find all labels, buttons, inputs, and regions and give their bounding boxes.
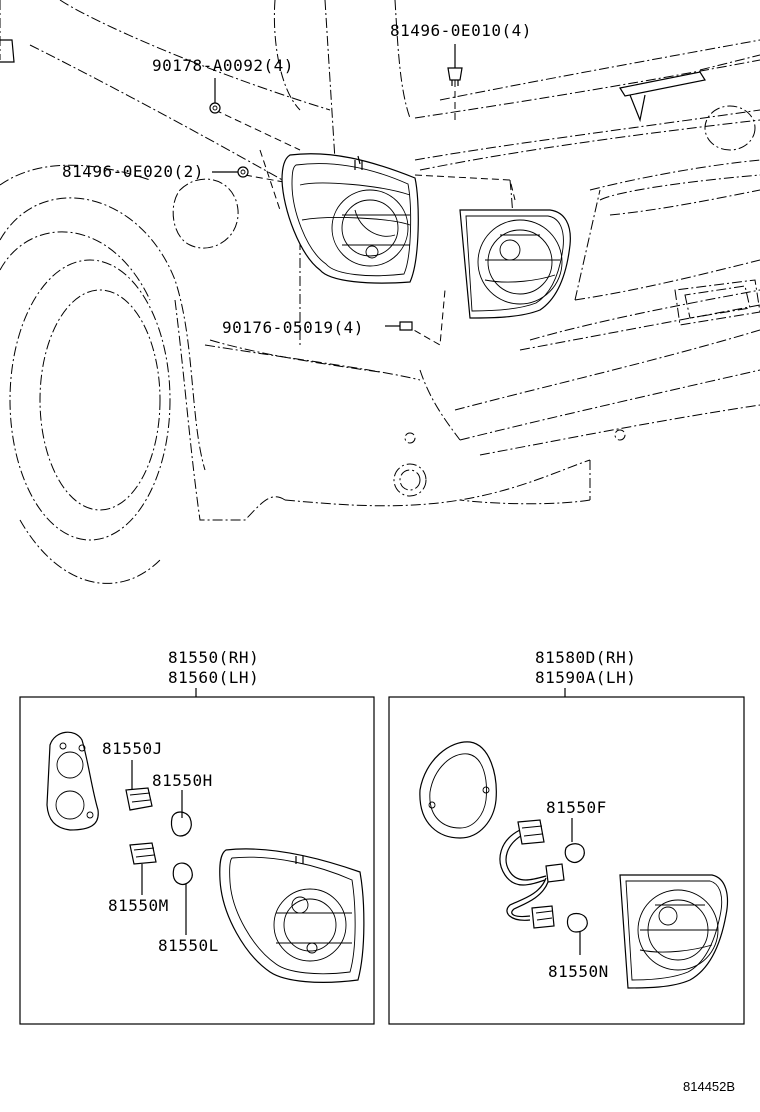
wire-harness (499, 829, 546, 886)
socket-81550J (125, 787, 153, 811)
tail-lamp-door-mounted (459, 209, 571, 319)
callout-90176-05019: 90176-05019(4) (222, 318, 364, 337)
left-assembly: 81550(RH) 81560(LH) 81550J 81550H 81550M… (19, 648, 375, 1025)
vehicle-rear-body (0, 0, 760, 584)
gasket (46, 731, 99, 831)
right-assembly: 81580D(RH) 81590A(LH) 81550F 81550N (388, 648, 745, 1025)
lamp-assembly-right (619, 874, 729, 989)
right-title-lh: 81590A(LH) (535, 668, 636, 687)
part-81550H: 81550H (152, 771, 213, 790)
left-title-rh: 81550(RH) (168, 648, 259, 667)
callout-81496-0E020: 81496-0E020(2) (62, 162, 204, 181)
part-81550J: 81550J (102, 739, 163, 758)
socket-81550M (129, 842, 157, 865)
bulb-81550L (172, 862, 193, 885)
part-81550N: 81550N (548, 962, 609, 981)
bulb-81550N (566, 912, 588, 933)
right-title-rh: 81580D(RH) (535, 648, 636, 667)
callout-90178-A0092: 90178-A0092(4) (152, 56, 294, 75)
gasket-ring (419, 741, 497, 839)
top-callouts: 81496-0E010(4) 90178-A0092(4) 81496-0E02… (62, 21, 532, 337)
lamp-assembly-left (219, 848, 365, 983)
right-assembly-frame (388, 696, 745, 1025)
left-title-lh: 81560(LH) (168, 668, 259, 687)
left-assembly-frame (19, 696, 375, 1025)
part-81550F: 81550F (546, 798, 607, 817)
part-81550M: 81550M (108, 896, 169, 915)
fasteners (209, 67, 463, 331)
callout-81496-0E010: 81496-0E010(4) (390, 21, 532, 40)
figure-code: 814452B (683, 1079, 735, 1094)
bulb-81550H (170, 811, 192, 837)
bulb-81550F (564, 843, 585, 863)
part-81550L: 81550L (158, 936, 219, 955)
tail-lamp-body-mounted (281, 153, 419, 284)
